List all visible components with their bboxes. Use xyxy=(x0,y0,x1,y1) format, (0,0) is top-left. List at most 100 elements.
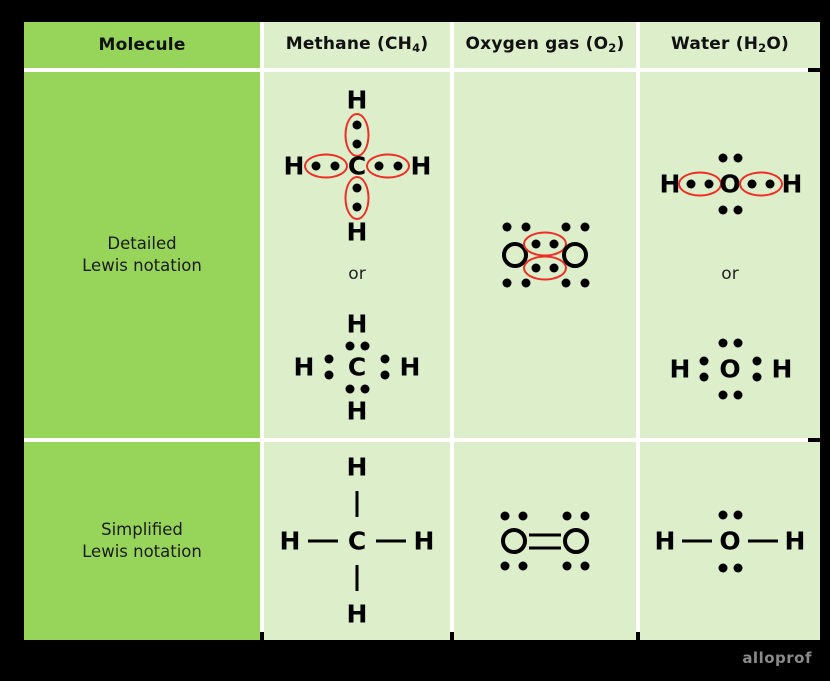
electron-dot xyxy=(733,205,743,215)
electron-dot xyxy=(733,153,743,163)
or-separator-water: or xyxy=(721,264,739,284)
atom-o-center-alt: O xyxy=(719,354,741,384)
electron-dot xyxy=(380,370,390,380)
header-label-molecule: Molecule xyxy=(98,35,186,55)
cell-methane-detailed: H C H H H or H xyxy=(264,72,450,438)
cell-water-detailed: H O H or H O xyxy=(640,72,820,438)
atom-h-left: H xyxy=(279,526,301,556)
atom-o-right xyxy=(562,242,588,268)
header-cell-oxygen: Oxygen gas (O2) xyxy=(454,22,636,68)
bond-line-left xyxy=(682,539,712,543)
electron-dot xyxy=(518,511,528,521)
electron-dot xyxy=(747,179,757,189)
electron-dot xyxy=(352,202,362,212)
row-label-detailed-line1: Detailed xyxy=(107,233,177,253)
atom-h-right: H xyxy=(410,151,432,181)
atom-c-center: C xyxy=(347,526,367,556)
cell-oxygen-simplified xyxy=(454,442,636,640)
electron-dot xyxy=(360,384,370,394)
bond-line-bottom xyxy=(355,565,359,591)
or-separator-methane: or xyxy=(348,264,366,284)
electron-dot xyxy=(330,161,340,171)
electron-dot xyxy=(733,338,743,348)
row-label-detailed-line2: Lewis notation xyxy=(82,256,202,275)
header-cell-molecule: Molecule xyxy=(24,22,260,68)
atom-h-left-alt: H xyxy=(669,354,691,384)
methane-detailed-diagram: H C H H H or H xyxy=(264,72,450,438)
electron-dot xyxy=(580,278,590,288)
electron-dot xyxy=(502,222,512,232)
electron-dot xyxy=(765,179,775,189)
bond-line-left xyxy=(308,539,338,543)
electron-dot xyxy=(580,561,590,571)
row-label-simplified-line2: Lewis notation xyxy=(82,542,202,561)
cell-oxygen-detailed xyxy=(454,72,636,438)
cell-water-simplified: H O H xyxy=(640,442,820,640)
electron-dot xyxy=(718,390,728,400)
electron-dot xyxy=(380,354,390,364)
atom-o-center: O xyxy=(719,169,741,199)
electron-dot xyxy=(580,511,590,521)
header-cell-water: Water (H2O) xyxy=(640,22,820,68)
oxygen-detailed-diagram xyxy=(454,72,636,438)
electron-pair-highlight-upper xyxy=(523,231,567,257)
electron-dot xyxy=(699,356,709,366)
header-label-water: Water (H2O) xyxy=(670,34,790,56)
electron-dot xyxy=(500,511,510,521)
electron-dot xyxy=(324,370,334,380)
electron-dot xyxy=(345,384,355,394)
atom-h-top: H xyxy=(346,85,368,115)
electron-dot xyxy=(718,510,728,520)
electron-pair-highlight-top xyxy=(344,113,370,157)
electron-dot xyxy=(718,153,728,163)
electron-dot xyxy=(311,161,321,171)
methane-simplified-diagram: H C H H H xyxy=(264,442,450,640)
header-cell-methane: Methane (CH4) xyxy=(264,22,450,68)
electron-pair-highlight-right xyxy=(739,171,783,197)
alloprof-watermark: alloprof xyxy=(742,649,812,667)
oxygen-simplified-diagram xyxy=(454,442,636,640)
row-label-simplified-line1: Simplified xyxy=(101,519,183,539)
electron-pair-highlight-left xyxy=(304,153,348,179)
atom-c-center: C xyxy=(347,151,367,181)
cell-methane-simplified: H C H H H xyxy=(264,442,450,640)
electron-dot xyxy=(704,179,714,189)
electron-dot xyxy=(531,239,541,249)
electron-dot xyxy=(352,120,362,130)
electron-dot xyxy=(562,511,572,521)
atom-o-right xyxy=(563,528,589,554)
electron-pair-highlight-right xyxy=(366,153,410,179)
electron-dot xyxy=(561,222,571,232)
atom-h-left-alt: H xyxy=(293,352,315,382)
electron-dot xyxy=(733,563,743,573)
row-label-simplified: Simplified Lewis notation xyxy=(24,442,260,640)
electron-dot xyxy=(502,278,512,288)
atom-h-right: H xyxy=(781,169,803,199)
electron-dot xyxy=(752,356,762,366)
electron-dot xyxy=(733,390,743,400)
electron-pair-highlight-bottom xyxy=(344,176,370,220)
electron-dot xyxy=(561,278,571,288)
atom-h-right: H xyxy=(413,526,435,556)
atom-h-top-alt: H xyxy=(346,309,368,339)
water-simplified-diagram: H O H xyxy=(640,442,820,640)
electron-dot xyxy=(324,354,334,364)
header-label-oxygen: Oxygen gas (O2) xyxy=(465,34,625,56)
electron-dot xyxy=(500,561,510,571)
atom-h-left: H xyxy=(659,169,681,199)
electron-dot xyxy=(521,222,531,232)
atom-o-center: O xyxy=(719,526,741,556)
electron-dot xyxy=(345,341,355,351)
atom-h-right-alt: H xyxy=(399,352,421,382)
atom-h-bottom: H xyxy=(346,217,368,247)
electron-dot xyxy=(360,341,370,351)
atom-h-right: H xyxy=(784,526,806,556)
electron-dot xyxy=(718,338,728,348)
row-label-detailed: Detailed Lewis notation xyxy=(24,72,260,438)
electron-dot xyxy=(352,183,362,193)
atom-h-right-alt: H xyxy=(771,354,793,384)
electron-dot xyxy=(549,239,559,249)
double-bond-line-upper xyxy=(529,533,561,537)
electron-pair-highlight-lower xyxy=(523,255,567,281)
electron-dot xyxy=(752,372,762,382)
